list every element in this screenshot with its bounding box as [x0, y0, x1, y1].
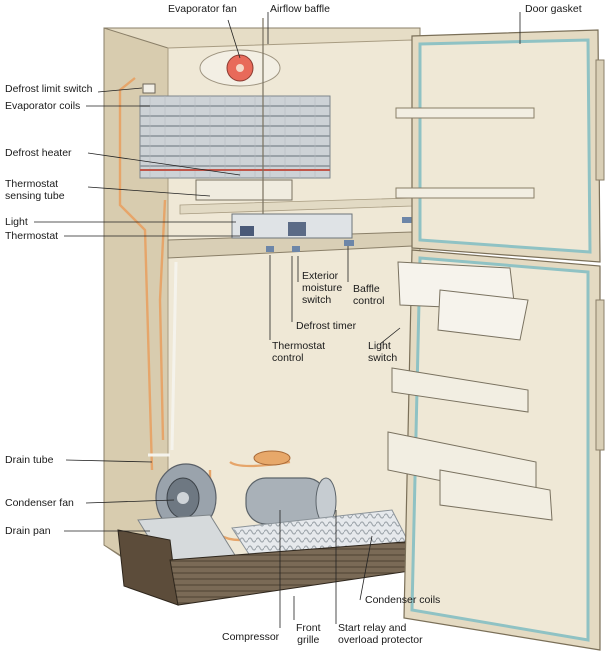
label-airflow-baffle: Airflow baffle	[270, 3, 330, 15]
label-thermostat-control: Thermostat control	[272, 340, 326, 364]
label-condenser-coils: Condenser coils	[365, 594, 441, 606]
condenser-fan-art	[155, 463, 217, 533]
label-start-relay-overload-protector: Start relay and overload protector	[338, 622, 423, 646]
label-light-switch: Light switch	[368, 340, 398, 364]
label-thermostat-sensing-tube: Thermostat sensing tube	[5, 178, 65, 202]
label-evaporator-coils: Evaporator coils	[5, 100, 81, 112]
label-defrost-limit-switch: Defrost limit switch	[5, 83, 93, 95]
freezer-door-art	[395, 29, 605, 263]
fresh-food-door-art	[387, 249, 605, 651]
label-defrost-timer: Defrost timer	[296, 320, 357, 332]
label-drain-tube: Drain tube	[5, 454, 54, 466]
label-light: Light	[5, 216, 28, 228]
evaporator-coils-art	[139, 83, 331, 179]
label-condenser-fan: Condenser fan	[5, 497, 74, 509]
label-defrost-heater: Defrost heater	[5, 147, 72, 159]
label-drain-pan: Drain pan	[5, 525, 51, 537]
label-thermostat: Thermostat	[5, 230, 59, 242]
label-front-grille: Front grille	[296, 622, 321, 646]
evaporator-fan-art	[199, 49, 281, 87]
label-door-gasket: Door gasket	[525, 3, 582, 15]
label-evaporator-fan: Evaporator fan	[168, 3, 237, 15]
label-baffle-control: Baffle control	[353, 283, 385, 307]
drain-tube-art	[148, 261, 178, 457]
label-exterior-moisture-switch: Exterior moisture switch	[302, 270, 343, 306]
label-compressor: Compressor	[222, 631, 280, 643]
base-art	[117, 529, 431, 606]
leader-lines	[34, 12, 521, 628]
control-housing-art	[195, 18, 416, 252]
